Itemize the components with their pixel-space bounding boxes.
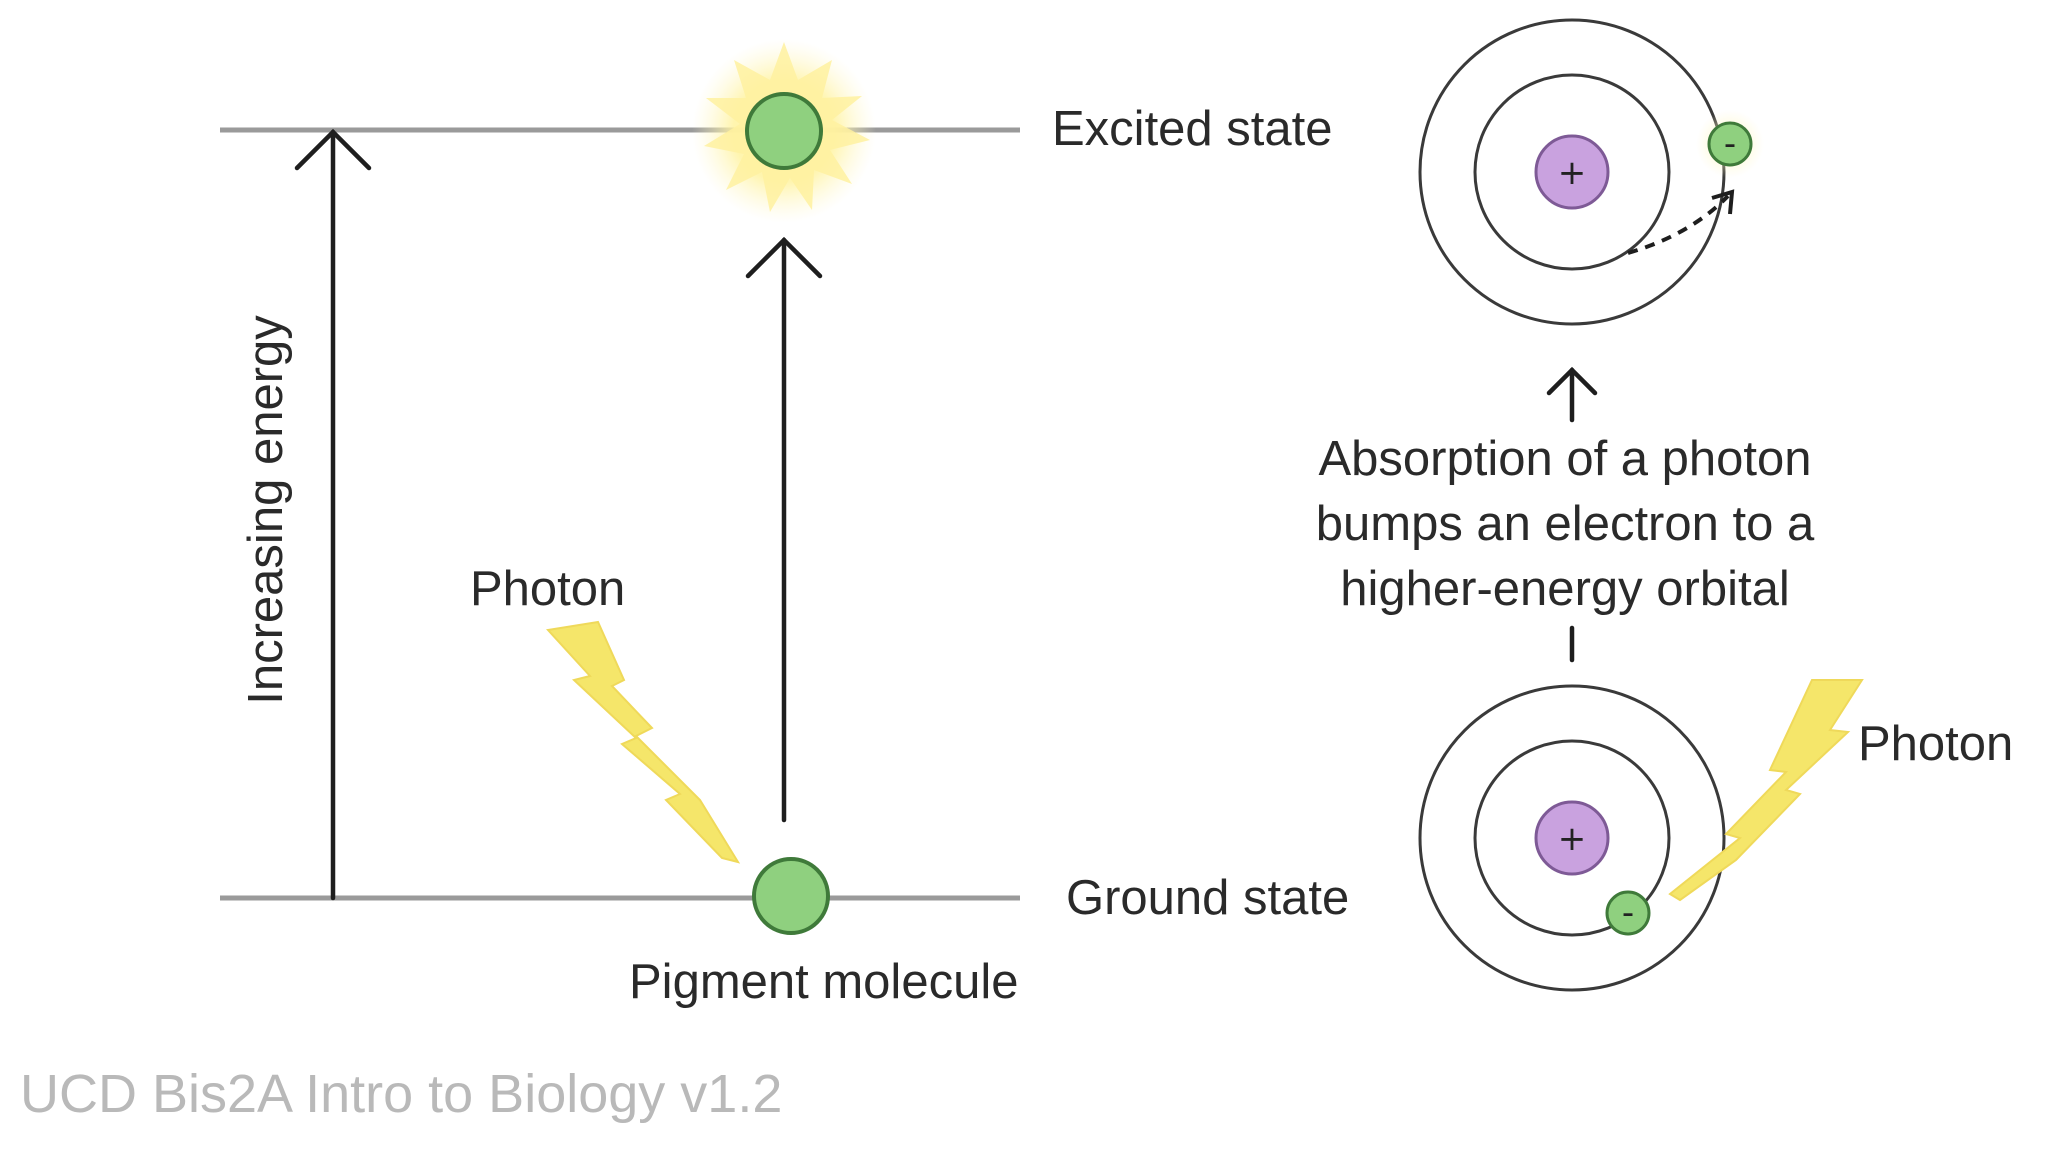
lightning-bolt-icon-right bbox=[1670, 680, 1862, 900]
energy-axis-label: Increasing energy bbox=[239, 315, 293, 705]
excited-molecule bbox=[747, 94, 821, 168]
ground-electron-group: - bbox=[1607, 892, 1649, 934]
lightning-bolt-icon bbox=[548, 622, 738, 862]
pigment-molecule-label: Pigment molecule bbox=[629, 955, 1018, 1009]
nucleus-sign-bottom: + bbox=[1558, 819, 1587, 859]
energy-axis-arrow bbox=[297, 132, 369, 898]
photon-label-left: Photon bbox=[470, 562, 625, 616]
absorption-caption-line-1: Absorption of a photon bbox=[1318, 432, 1811, 486]
ground-atom: + bbox=[1420, 686, 1724, 990]
ground-state-label: Ground state bbox=[1066, 871, 1349, 925]
electron-sign-top: - bbox=[1724, 124, 1736, 164]
electron-jump-arrow bbox=[1628, 196, 1728, 253]
absorption-caption-line-3: higher-energy orbital bbox=[1340, 562, 1789, 616]
credit-text: UCD Bis2A Intro to Biology v1.2 bbox=[20, 1064, 782, 1124]
ground-molecule bbox=[754, 859, 828, 933]
electron-sign-bottom: - bbox=[1622, 893, 1634, 933]
excited-atom: + - bbox=[1420, 20, 1764, 324]
photon-label-right: Photon bbox=[1858, 717, 2013, 771]
excitation-arrow bbox=[748, 240, 820, 820]
absorption-caption-line-2: bumps an electron to a bbox=[1316, 497, 1815, 551]
nucleus-sign-top: + bbox=[1558, 153, 1587, 193]
excited-state-label: Excited state bbox=[1052, 102, 1333, 156]
